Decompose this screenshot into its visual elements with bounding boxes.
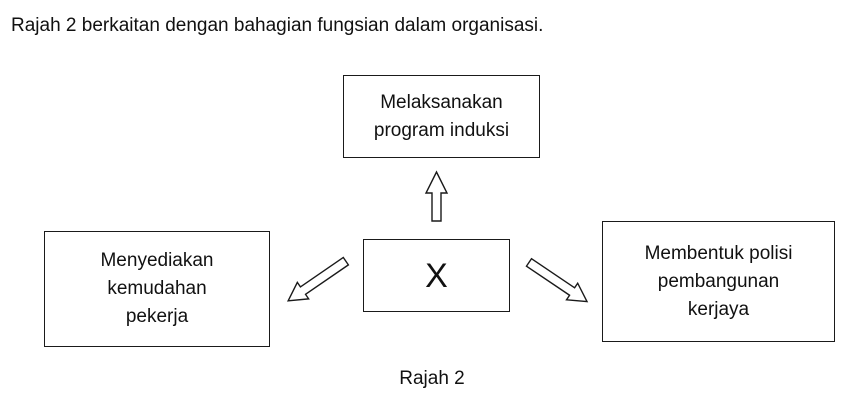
box-right-function: Membentuk polisi pembangunan kerjaya xyxy=(602,221,835,342)
arrow-up-icon xyxy=(424,170,449,222)
arrow-down-right-icon xyxy=(525,257,589,303)
box-top-label: Melaksanakan program induksi xyxy=(373,91,510,141)
arrow-down-left-icon xyxy=(286,256,350,302)
box-left-function: Menyediakan kemudahan pekerja xyxy=(44,231,270,347)
box-center-x: X xyxy=(363,239,510,312)
box-top-function: Melaksanakan program induksi xyxy=(343,75,540,158)
box-left-label: Menyediakan kemudahan pekerja xyxy=(100,250,214,327)
box-right-label: Membentuk polisi pembangunan kerjaya xyxy=(644,242,793,320)
question-intro-text: Rajah 2 berkaitan dengan bahagian fungsi… xyxy=(11,15,544,36)
box-center-label: X xyxy=(425,256,448,295)
figure-caption: Rajah 2 xyxy=(399,368,465,389)
